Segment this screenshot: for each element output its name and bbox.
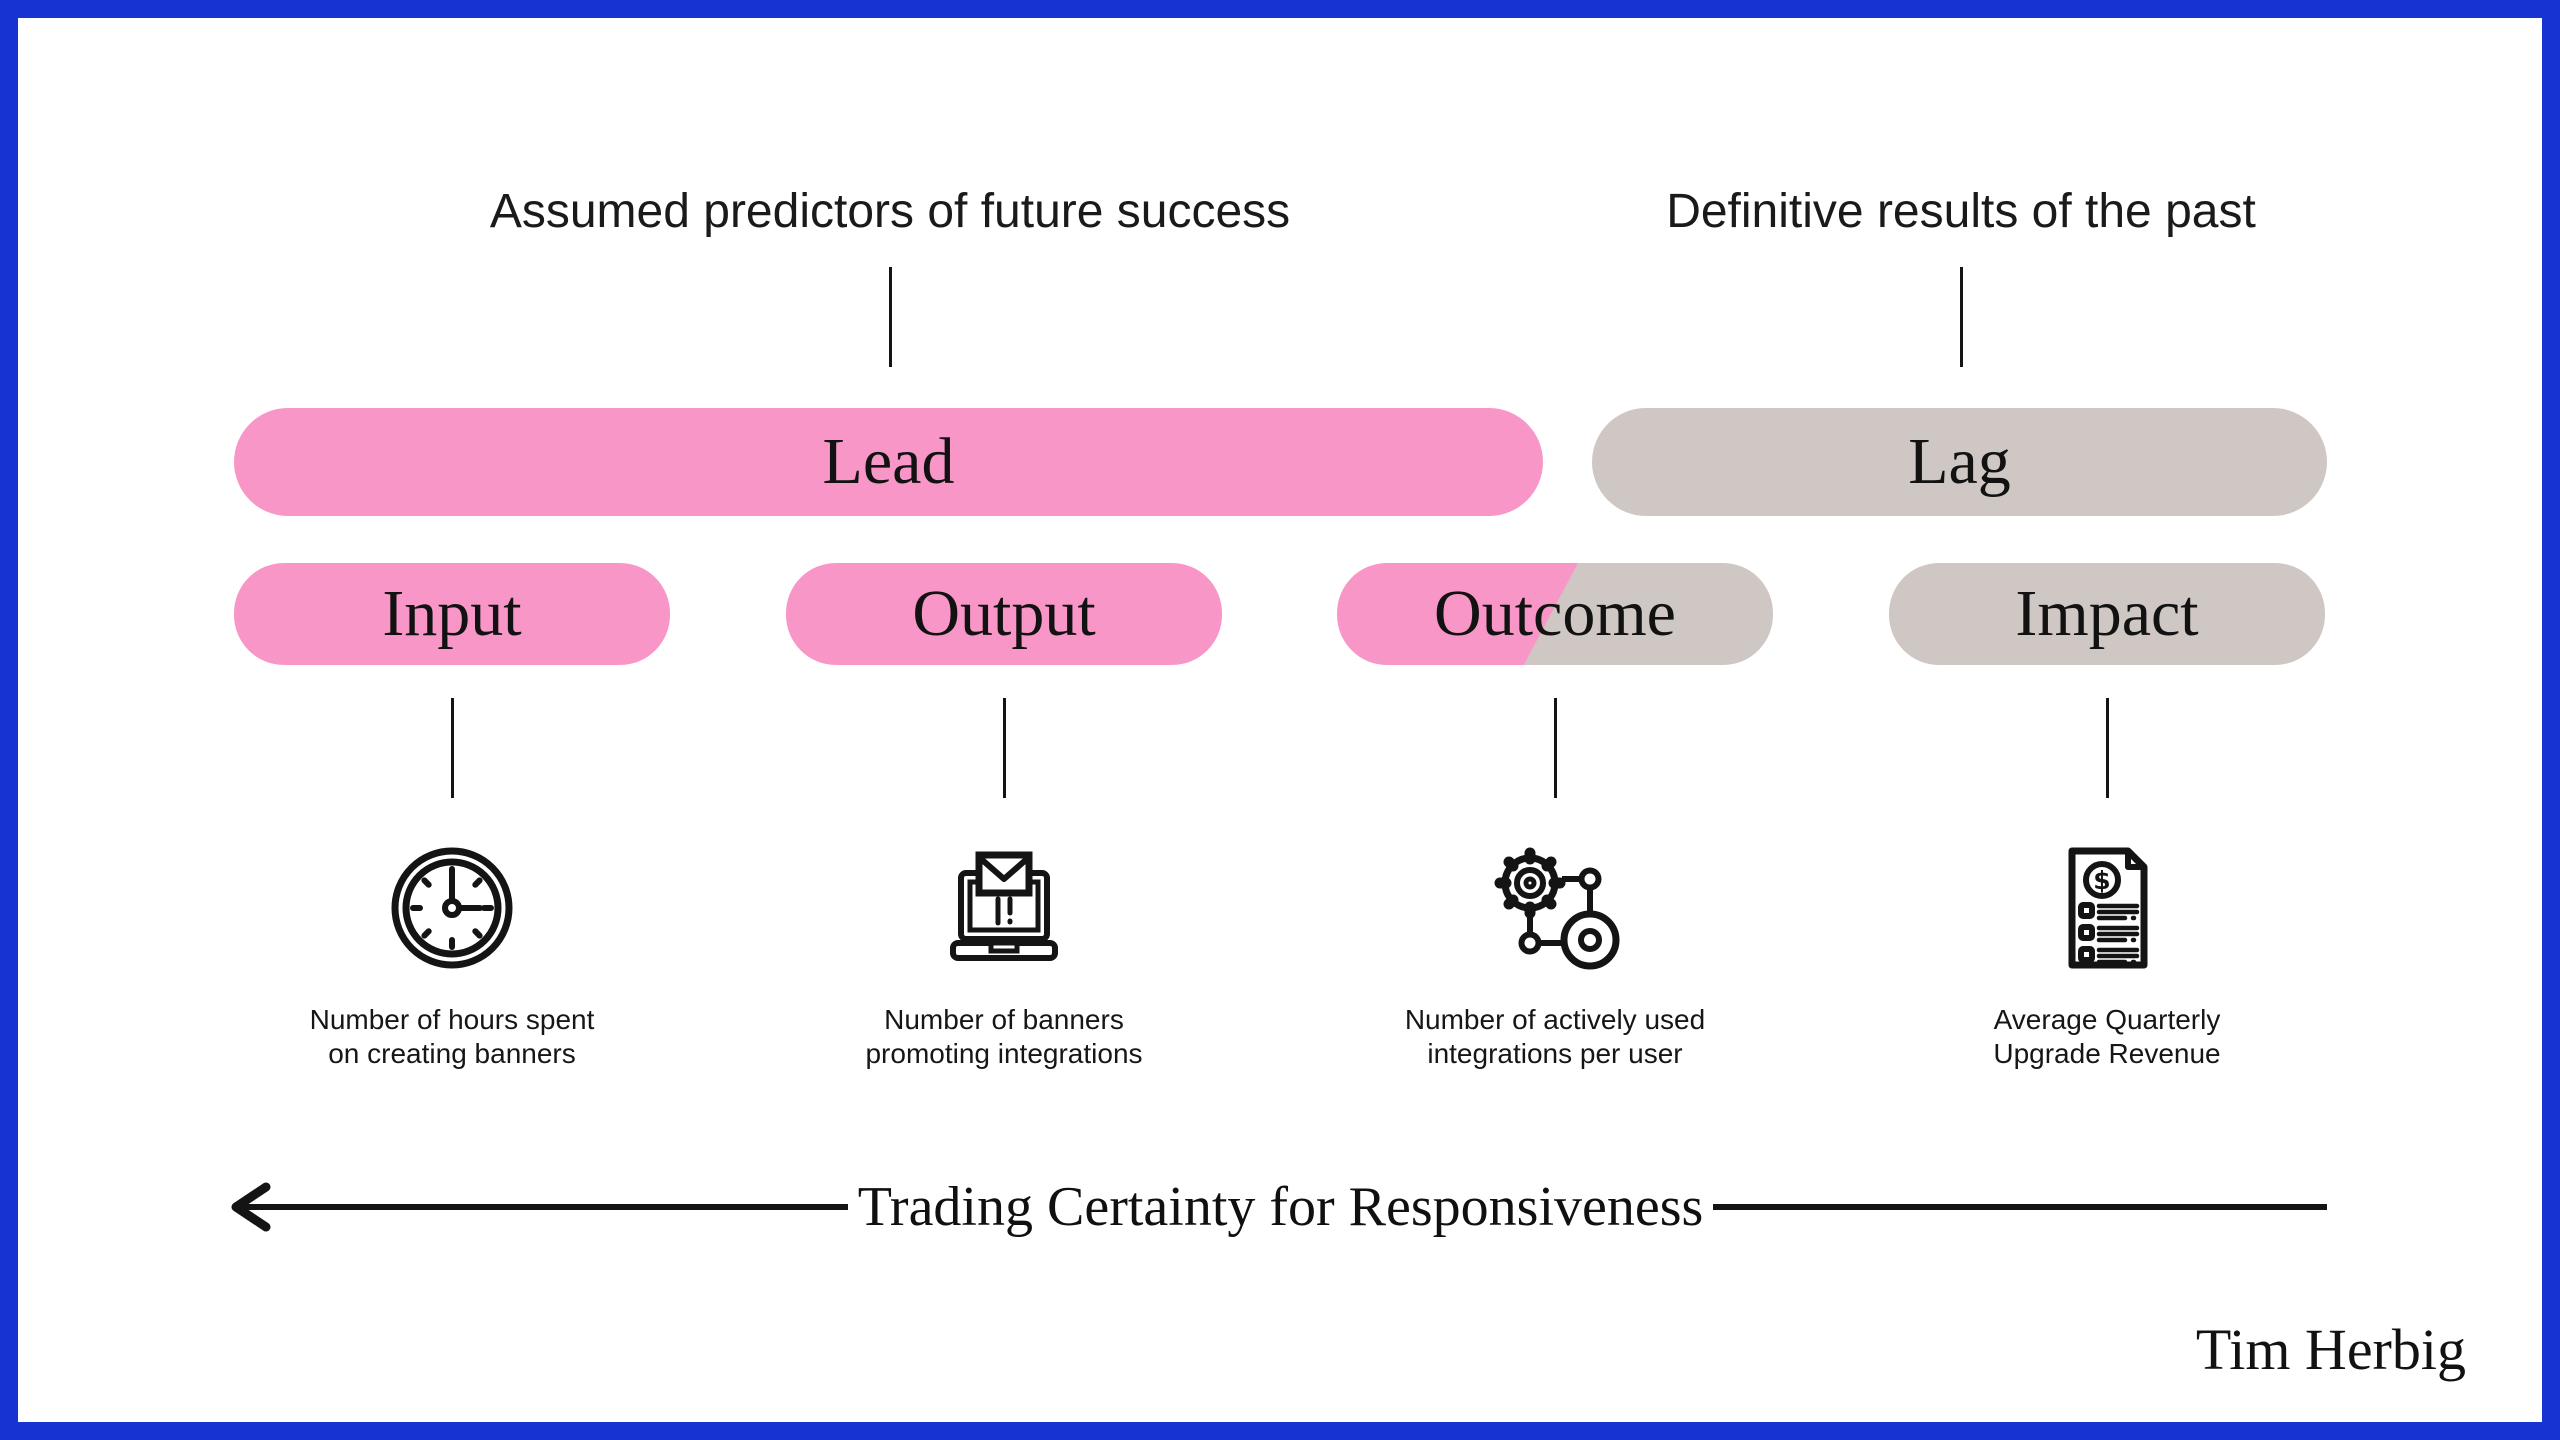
input-caption: Number of hours spent on creating banner… <box>310 1003 595 1070</box>
certainty-responsiveness-axis: Trading Certainty for Responsiveness <box>231 1172 2328 1242</box>
clock-icon <box>391 847 513 969</box>
axis-line-right <box>1713 1204 2328 1210</box>
input-pill-label: Input <box>382 577 522 650</box>
laptop-email-icon <box>950 851 1058 961</box>
output-connector-line <box>1002 698 1006 798</box>
input-connector-line <box>450 698 454 798</box>
lead-pill-label: Lead <box>822 425 955 498</box>
lead-annotation: Assumed predictors of future success <box>489 185 1291 238</box>
lag-pill-label: Lag <box>1908 425 2011 498</box>
lead-annotation-group: Assumed predictors of future success <box>290 185 1490 367</box>
svg-text:$: $ <box>2093 866 2110 895</box>
impact-caption: Average Quarterly Upgrade Revenue <box>1993 1003 2220 1070</box>
impact-pill: Impact <box>1889 563 2325 665</box>
axis-label: Trading Certainty for Responsiveness <box>857 1176 1704 1238</box>
revenue-report-icon: $ <box>2068 847 2148 969</box>
stage-impact: Impact $ <box>1847 563 2367 1070</box>
lead-annotation-connector-line <box>888 266 892 367</box>
input-caption-line2: on creating banners <box>328 1037 576 1069</box>
output-caption-line2: promoting integrations <box>865 1037 1143 1069</box>
output-caption: Number of banners promoting integrations <box>865 1003 1142 1070</box>
stage-input: Input Number of hours spent <box>192 563 712 1070</box>
outcome-pill: Outcome <box>1337 563 1773 665</box>
outcome-pill-label: Outcome <box>1434 577 1676 650</box>
axis-line-left <box>234 1204 848 1210</box>
impact-caption-line1: Average Quarterly <box>1993 1004 2221 1035</box>
outcome-caption-line1: Number of actively used <box>1404 1004 1706 1035</box>
impact-connector-line <box>2105 698 2109 798</box>
output-pill: Output <box>786 563 1222 665</box>
output-caption-line1: Number of banners <box>884 1004 1124 1035</box>
stage-output: Output Number of banners promoting integ… <box>744 563 1264 1070</box>
left-arrowhead-icon <box>231 1182 271 1232</box>
integrations-gear-icon <box>1494 847 1620 970</box>
impact-caption-line2: Upgrade Revenue <box>1993 1037 2221 1069</box>
outcome-caption: Number of actively used integrations per… <box>1405 1003 1705 1070</box>
lag-pill: Lag <box>1592 408 2327 516</box>
lead-pill: Lead <box>234 408 1543 516</box>
stage-outcome: Outcome <box>1295 563 1815 1070</box>
input-pill: Input <box>234 563 670 665</box>
impact-pill-label: Impact <box>2015 577 2199 650</box>
input-caption-line1: Number of hours spent <box>309 1004 595 1035</box>
credit-label: Tim Herbig <box>2195 1317 2466 1382</box>
lag-annotation-connector-line <box>1959 266 1963 367</box>
outcome-caption-line2: integrations per user <box>1427 1037 1683 1069</box>
outcome-connector-line <box>1553 698 1557 798</box>
lag-annotation-group: Definitive results of the past <box>1461 185 2461 367</box>
lag-annotation: Definitive results of the past <box>1666 185 2256 238</box>
output-pill-label: Output <box>912 577 1096 650</box>
